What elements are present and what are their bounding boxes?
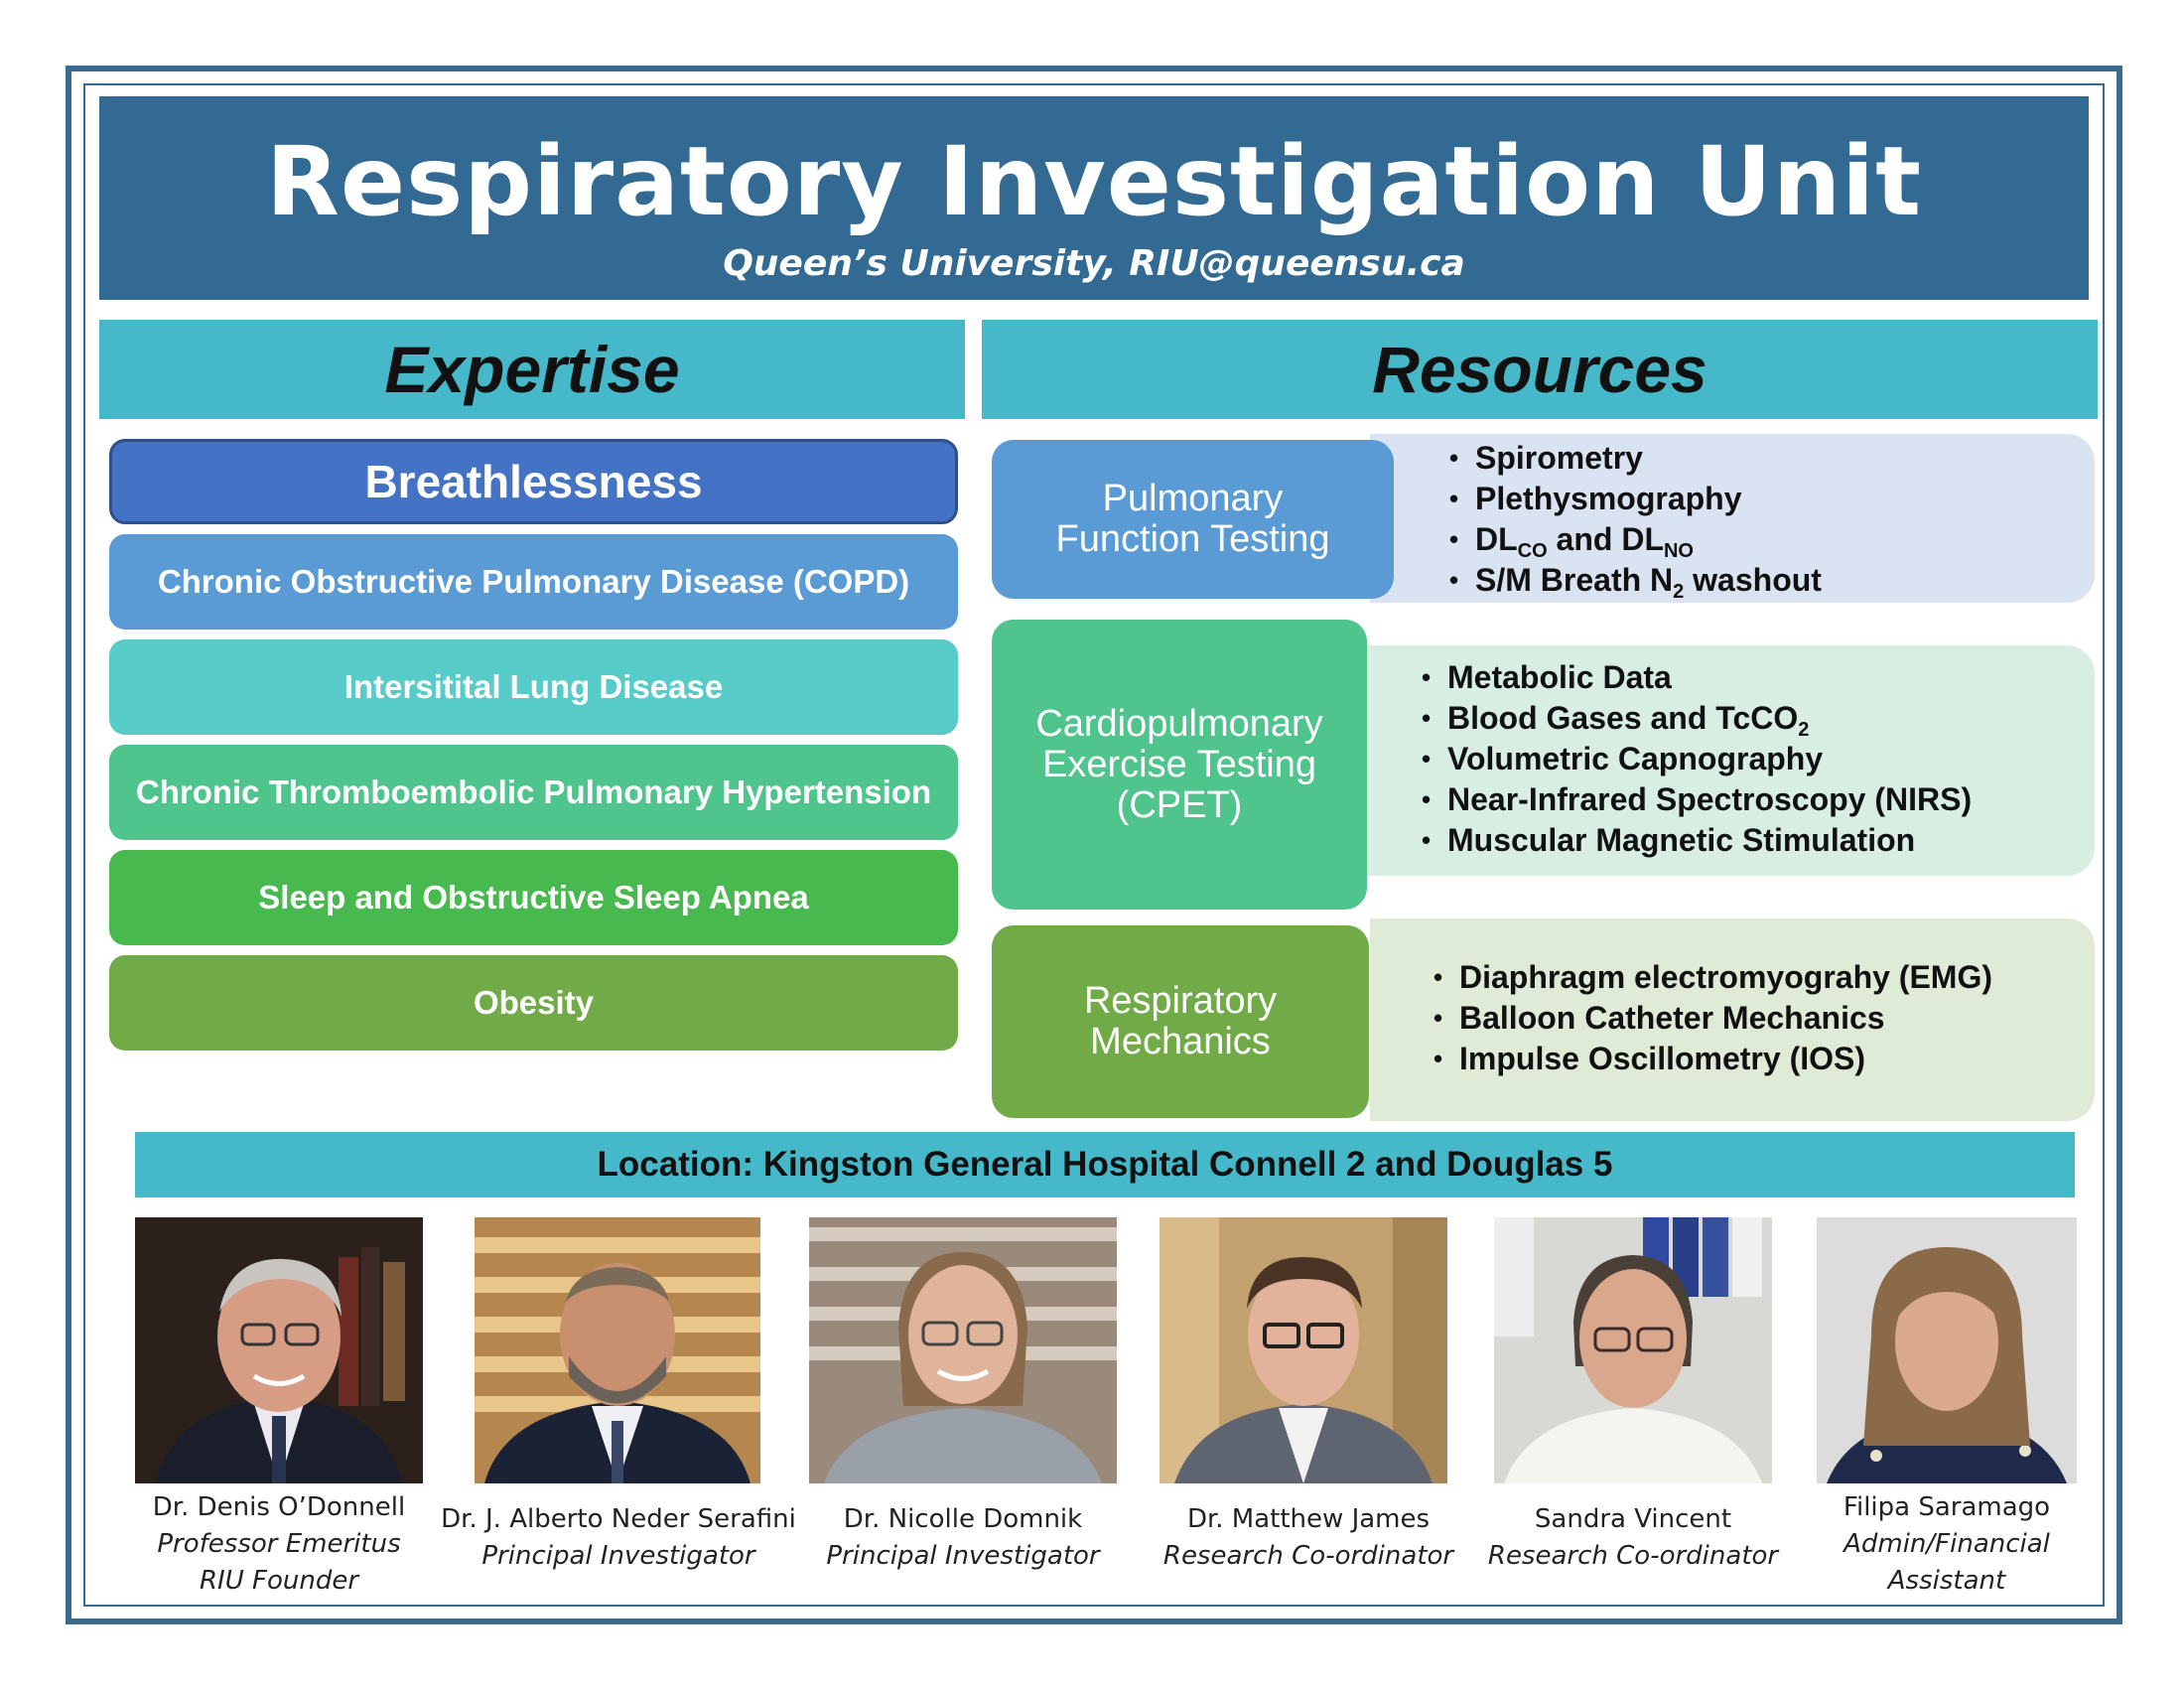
list-item: •Impulse Oscillometry (IOS) xyxy=(1433,1041,1865,1076)
photo-filipa-saramago xyxy=(1817,1217,2077,1483)
photo-nicolle-domnik xyxy=(809,1217,1117,1483)
pft-label-line: Function Testing xyxy=(1055,518,1330,560)
caption-denis-odonnell: Dr. Denis O’Donnell Professor Emeritus R… xyxy=(115,1489,443,1600)
cpet-list: •Metabolic Data •Blood Gases and TcCO2 •… xyxy=(1422,657,1972,861)
cpet-list-panel: •Metabolic Data •Blood Gases and TcCO2 •… xyxy=(1345,645,2095,876)
caption-matthew-james: Dr. Matthew James Research Co-ordinator xyxy=(1155,1501,1462,1575)
mechanics-label-line: Mechanics xyxy=(1090,1021,1271,1062)
page-title: Respiratory Investigation Unit xyxy=(266,126,1922,237)
person-name: Dr. Matthew James xyxy=(1186,1504,1431,1534)
caption-alberto-neder: Dr. J. Alberto Neder Serafini Principal … xyxy=(435,1501,802,1575)
list-item: •S/M Breath N2 washout xyxy=(1449,562,1822,603)
photo-matthew-james xyxy=(1160,1217,1447,1483)
list-item: •DLCO and DLNO xyxy=(1449,521,1694,562)
person-name: Filipa Saramago xyxy=(1843,1492,2051,1522)
person-role: Professor Emeritus xyxy=(157,1529,401,1559)
mechanics-label-line: Respiratory xyxy=(1083,980,1278,1022)
resources-heading: Resources xyxy=(982,320,2098,419)
photo-sandra-vincent xyxy=(1494,1217,1772,1483)
expertise-item-copd: Chronic Obstructive Pulmonary Disease (C… xyxy=(109,534,958,630)
list-item: •Muscular Magnetic Stimulation xyxy=(1422,822,1916,858)
list-item: •Near-Infrared Spectroscopy (NIRS) xyxy=(1422,781,1973,817)
list-item: •Metabolic Data xyxy=(1422,659,1672,695)
mechanics-list: •Diaphragm electromyograhy (EMG) •Balloo… xyxy=(1433,957,1992,1079)
outer-frame xyxy=(66,66,2122,1624)
page-subtitle: Queen’s University, RIU@queensu.ca xyxy=(723,243,1465,284)
caption-nicolle-domnik: Dr. Nicolle Domnik Principal Investigato… xyxy=(804,1501,1122,1575)
list-item: •Plethysmography xyxy=(1449,481,1742,516)
person-role: RIU Founder xyxy=(199,1566,359,1596)
inner-frame xyxy=(83,83,2105,1607)
person-name: Dr. Nicolle Domnik xyxy=(843,1504,1083,1534)
cpet-label-line: (CPET) xyxy=(1116,783,1243,826)
list-item: •Spirometry xyxy=(1449,440,1643,476)
photo-denis-odonnell xyxy=(135,1217,423,1483)
location-bar: Location: Kingston General Hospital Conn… xyxy=(135,1132,2075,1197)
person-role: Assistant xyxy=(1887,1566,2006,1596)
pft-label: Pulmonary Function Testing xyxy=(992,440,1394,599)
person-role: Principal Investigator xyxy=(481,1541,755,1571)
pft-list: •Spirometry •Plethysmography •DLCO and D… xyxy=(1449,438,1822,603)
list-item: •Blood Gases and TcCO2 xyxy=(1422,700,1810,741)
photo-alberto-neder xyxy=(475,1217,760,1483)
list-item: •Volumetric Capnography xyxy=(1422,741,1824,776)
person-role: Admin/Financial xyxy=(1843,1529,2050,1559)
person-name: Dr. J. Alberto Neder Serafini xyxy=(441,1504,796,1534)
title-banner: Respiratory Investigation Unit Queen’s U… xyxy=(99,96,2089,300)
list-item: •Balloon Catheter Mechanics xyxy=(1433,1000,1885,1036)
expertise-item-cteph: Chronic Thromboembolic Pulmonary Hyperte… xyxy=(109,745,958,840)
expertise-item-breathlessness: Breathlessness xyxy=(109,439,958,524)
caption-sandra-vincent: Sandra Vincent Research Co-ordinator xyxy=(1479,1501,1787,1575)
expertise-item-sleep-apnea: Sleep and Obstructive Sleep Apnea xyxy=(109,850,958,945)
mechanics-label: Respiratory Mechanics xyxy=(992,925,1369,1118)
cpet-label-line: Exercise Testing xyxy=(1042,743,1316,785)
pft-list-panel: •Spirometry •Plethysmography •DLCO and D… xyxy=(1370,434,2095,603)
list-item: •Diaphragm electromyograhy (EMG) xyxy=(1433,959,1992,995)
person-role: Research Co-ordinator xyxy=(1162,1541,1454,1571)
person-role: Principal Investigator xyxy=(826,1541,1100,1571)
mechanics-list-panel: •Diaphragm electromyograhy (EMG) •Balloo… xyxy=(1370,918,2095,1121)
cpet-label: Cardiopulmonary Exercise Testing (CPET) xyxy=(992,620,1367,910)
person-name: Dr. Denis O’Donnell xyxy=(152,1492,406,1522)
pft-label-line: Pulmonary xyxy=(1102,478,1284,519)
cpet-label-line: Cardiopulmonary xyxy=(1035,702,1323,745)
expertise-heading: Expertise xyxy=(99,320,965,419)
expertise-item-obesity: Obesity xyxy=(109,955,958,1051)
person-role: Research Co-ordinator xyxy=(1487,1541,1779,1571)
person-name: Sandra Vincent xyxy=(1534,1504,1732,1534)
expertise-item-ild: Intersitital Lung Disease xyxy=(109,639,958,735)
caption-filipa-saramago: Filipa Saramago Admin/Financial Assistan… xyxy=(1798,1489,2096,1600)
